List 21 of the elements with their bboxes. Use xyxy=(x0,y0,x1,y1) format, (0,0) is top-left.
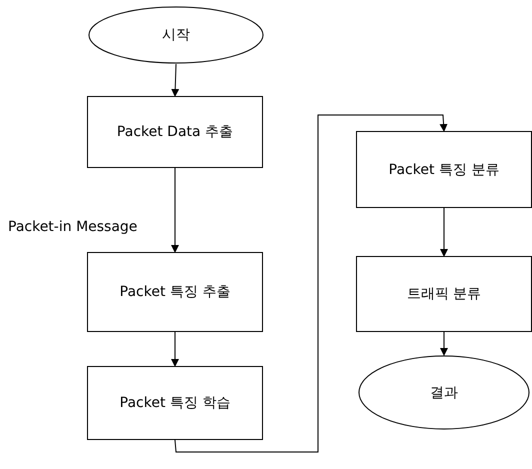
arrow xyxy=(174,114,448,452)
node-text: 결과 xyxy=(430,384,458,402)
arrow xyxy=(171,168,179,253)
edge-label: Packet-in Message xyxy=(8,219,138,235)
node-text: Packet Data 추출 xyxy=(116,123,234,141)
process-box xyxy=(87,366,263,440)
node-text: Packet 특징 학습 xyxy=(120,394,230,412)
arrow xyxy=(440,208,448,257)
process-box xyxy=(87,252,263,332)
terminal-ellipse xyxy=(88,6,264,64)
node-text: Packet 특징 분류 xyxy=(388,160,500,178)
arrow xyxy=(171,332,179,367)
node-text: Packet 특징 추출 xyxy=(120,283,230,301)
node-text: 시작 xyxy=(162,26,190,44)
process-box xyxy=(356,256,532,332)
process-box xyxy=(356,131,532,208)
arrow xyxy=(171,64,180,97)
process-box xyxy=(87,96,263,168)
arrow xyxy=(440,332,448,356)
node-text: 트래픽 분류 xyxy=(406,285,482,303)
terminal-ellipse xyxy=(358,355,530,430)
